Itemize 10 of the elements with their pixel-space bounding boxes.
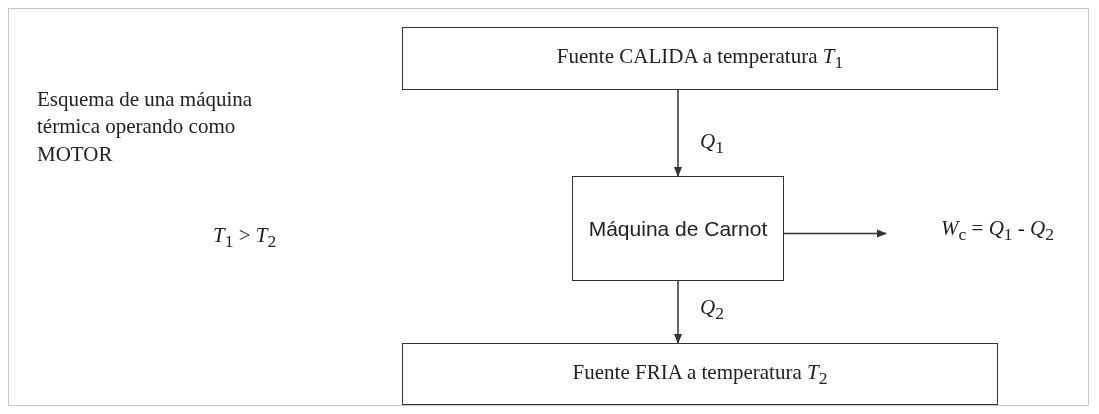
- process-box: [402, 343, 998, 405]
- arrow: [783, 229, 887, 238]
- arrow: [674, 89, 682, 177]
- process-box: [572, 176, 784, 281]
- process-box: [402, 27, 998, 90]
- arrow: [674, 280, 682, 344]
- box-label: Fuente CALIDA a temperatura T$_{1}$: [556, 43, 844, 74]
- box-label: Fuente FRIA a temperatura T$_{2}$: [572, 358, 828, 390]
- equation-text: W$_{c}$ = Q$_{1}$ - Q$_{2}$: [900, 210, 1095, 250]
- box-label: Máquina de Carnot: [588, 215, 768, 242]
